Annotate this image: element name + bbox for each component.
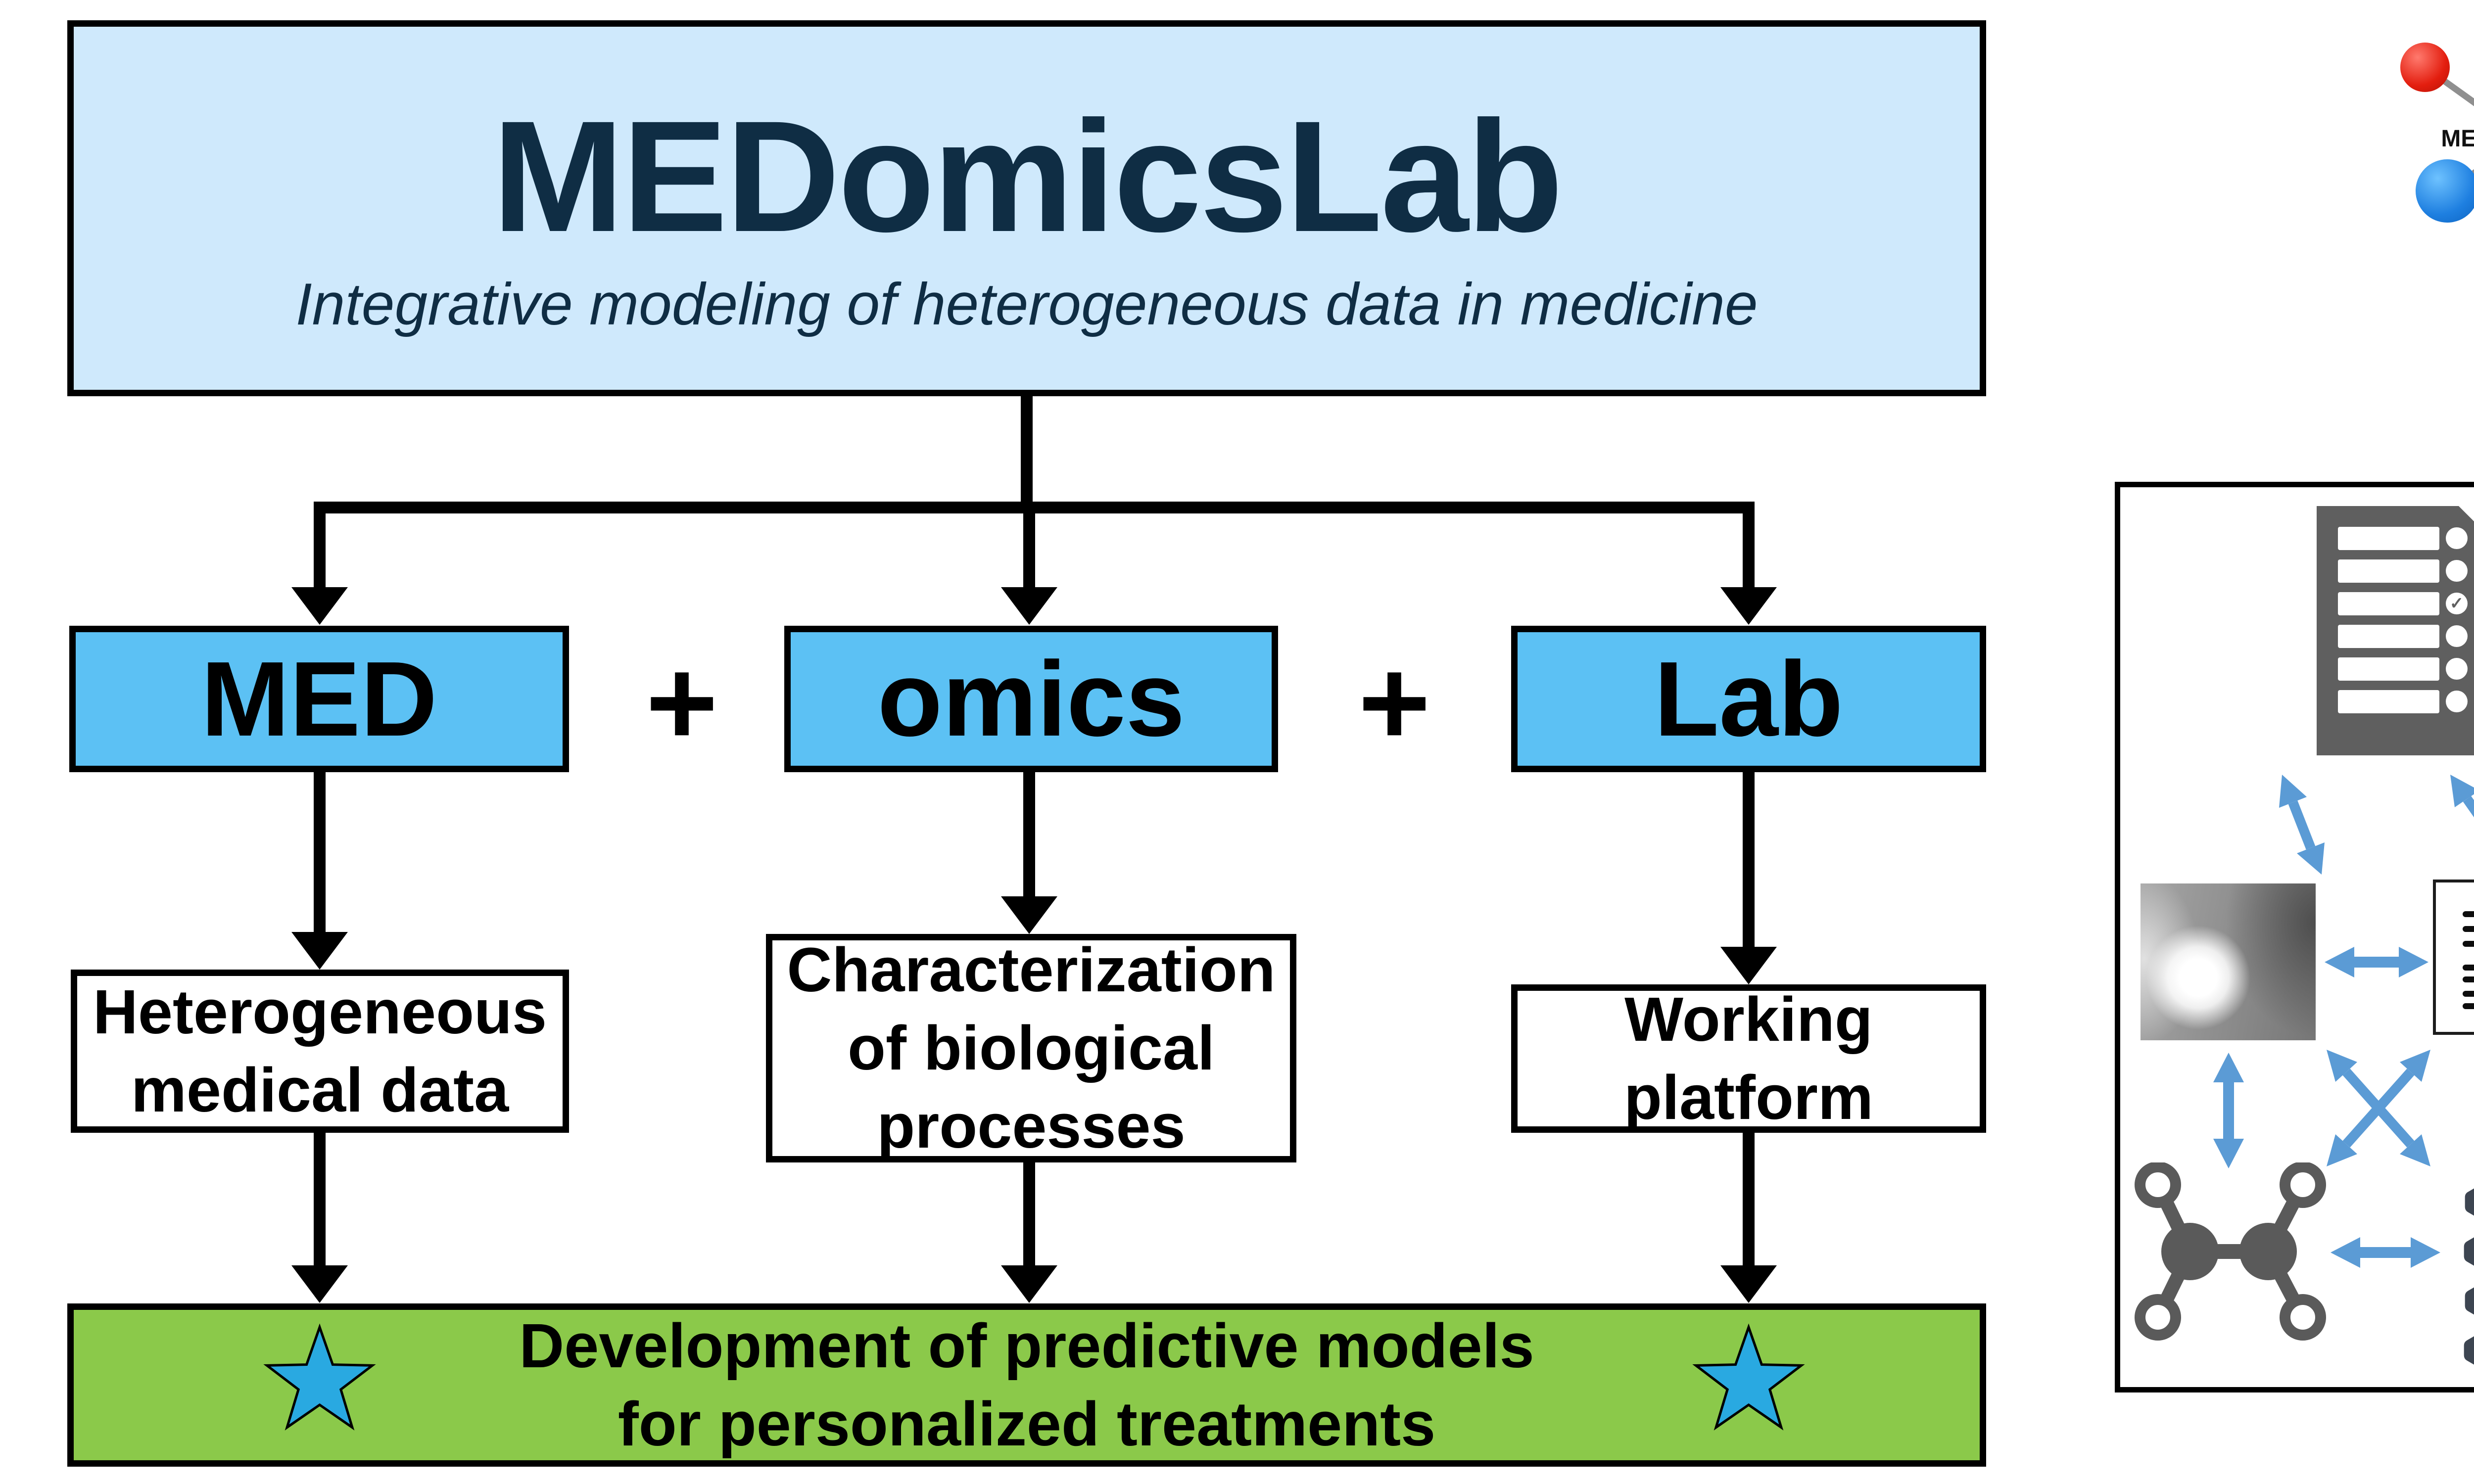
plus-sign-2: + <box>1358 633 1430 771</box>
form-row-bar <box>2338 690 2439 713</box>
connector-drop-lab <box>1743 502 1755 589</box>
output-lab-line1: Working <box>1624 984 1873 1054</box>
doc-line <box>2463 991 2474 997</box>
box-omics-label: omics <box>877 639 1185 758</box>
arrowhead-medout-footer <box>291 1265 348 1303</box>
output-omics-line3: processes <box>877 1091 1186 1161</box>
output-box-lab: Working platform <box>1511 984 1986 1133</box>
output-omics-line1: Characterization <box>787 935 1276 1005</box>
arrowhead-omicsout-footer <box>1001 1265 1057 1303</box>
doc-line <box>2463 941 2474 947</box>
footer-line1: Development of predictive models <box>519 1311 1534 1381</box>
page-subtitle: Integrative modeling of heterogeneous da… <box>295 271 1758 337</box>
output-omics-line2: of biological <box>848 1013 1215 1083</box>
arrowhead-to-omics-box <box>1001 587 1057 625</box>
form-row-dot <box>2446 691 2468 712</box>
title-banner: MEDomicsLab Integrative modeling of hete… <box>67 20 1986 396</box>
page-title: MEDomicsLab <box>492 88 1564 265</box>
arrowhead-labout-footer <box>1720 1265 1777 1303</box>
output-med-line2: medical data <box>131 1055 509 1125</box>
doc-line <box>2463 965 2474 971</box>
arrowhead-med-output <box>291 932 348 970</box>
connector-drop-omics <box>1023 502 1035 589</box>
arrowhead-omics-output <box>1001 896 1057 934</box>
arrow-med-to-output <box>314 772 326 935</box>
arrow-labout-to-footer <box>1743 1133 1755 1267</box>
medical-image-icon <box>2141 883 2316 1040</box>
check-icon: ✓ <box>2449 594 2464 613</box>
star-icon-right <box>1692 1323 1805 1431</box>
text-document-icon <box>2433 880 2474 1035</box>
logo-text-med: MED <box>2441 126 2474 152</box>
medomicslab-logo: MED omics Lab <box>2385 0 2474 287</box>
output-box-med: Heterogeneous medical data <box>71 970 569 1133</box>
form-row-dot <box>2446 527 2468 549</box>
box-med: MED <box>69 626 569 772</box>
arrow-medout-to-footer <box>314 1133 326 1267</box>
clinical-form-icon: ✓ <box>2317 506 2474 755</box>
doc-line <box>2463 911 2474 917</box>
form-row-bar <box>2338 559 2439 583</box>
form-row-dot <box>2446 560 2468 582</box>
form-row-dot <box>2446 625 2468 647</box>
connector-stem <box>1021 395 1033 513</box>
doc-line <box>2463 1003 2474 1009</box>
form-row-checked-dot: ✓ <box>2446 593 2468 614</box>
form-row-bar <box>2338 527 2439 550</box>
logo-ball-blue <box>2416 159 2474 223</box>
connector-drop-med <box>314 502 326 589</box>
arrowhead-to-med-box <box>291 587 348 625</box>
arrow-lab-to-output <box>1743 772 1755 950</box>
box-omics: omics <box>784 626 1278 772</box>
box-lab: Lab <box>1511 626 1986 772</box>
output-lab-line2: platform <box>1624 1063 1873 1132</box>
box-lab-label: Lab <box>1654 639 1844 758</box>
arrowhead-lab-output <box>1720 947 1777 984</box>
form-row-bar <box>2338 592 2439 615</box>
star-icon-left <box>263 1323 376 1431</box>
molecule-icon <box>2135 1162 2326 1341</box>
arrowhead-to-lab-box <box>1720 587 1777 625</box>
doc-line <box>2463 976 2474 982</box>
footer-banner: Development of predictive models for per… <box>67 1303 1986 1467</box>
footer-line2: for personalized treatments <box>618 1389 1436 1459</box>
box-med-label: MED <box>201 639 437 758</box>
arrow-omics-to-output <box>1023 772 1035 900</box>
output-med-line1: Heterogeneous <box>93 977 547 1047</box>
doc-line <box>2463 926 2474 932</box>
logo-ball-red <box>2400 43 2450 92</box>
form-row-dot <box>2446 658 2468 680</box>
arrow-omicsout-to-footer <box>1023 1162 1035 1267</box>
output-box-omics: Characterization of biological processes <box>766 934 1296 1162</box>
plus-sign-1: + <box>646 633 718 771</box>
form-row-bar <box>2338 657 2439 681</box>
form-row-bar <box>2338 625 2439 648</box>
